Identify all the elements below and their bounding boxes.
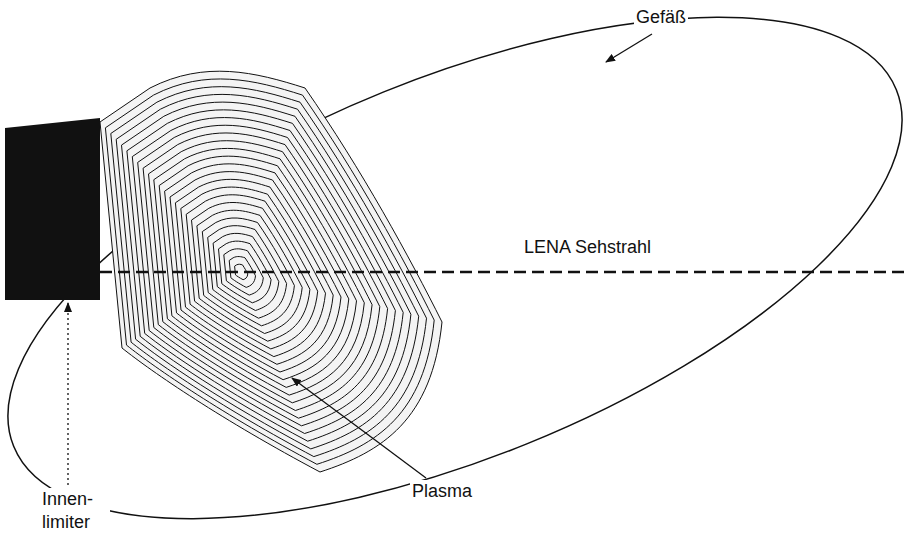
part-label: LENA Sehstrahl	[522, 236, 653, 259]
leader-line	[67, 303, 68, 490]
leader-line	[292, 378, 426, 478]
flux-surface	[154, 148, 364, 395]
part-label: Innen- limiter	[40, 488, 110, 533]
line-of-sight	[100, 271, 906, 274]
inner-limiter	[5, 118, 100, 300]
part-label: Plasma	[410, 480, 474, 503]
leader-line	[606, 34, 652, 62]
part-label: Gefäß	[634, 6, 688, 29]
